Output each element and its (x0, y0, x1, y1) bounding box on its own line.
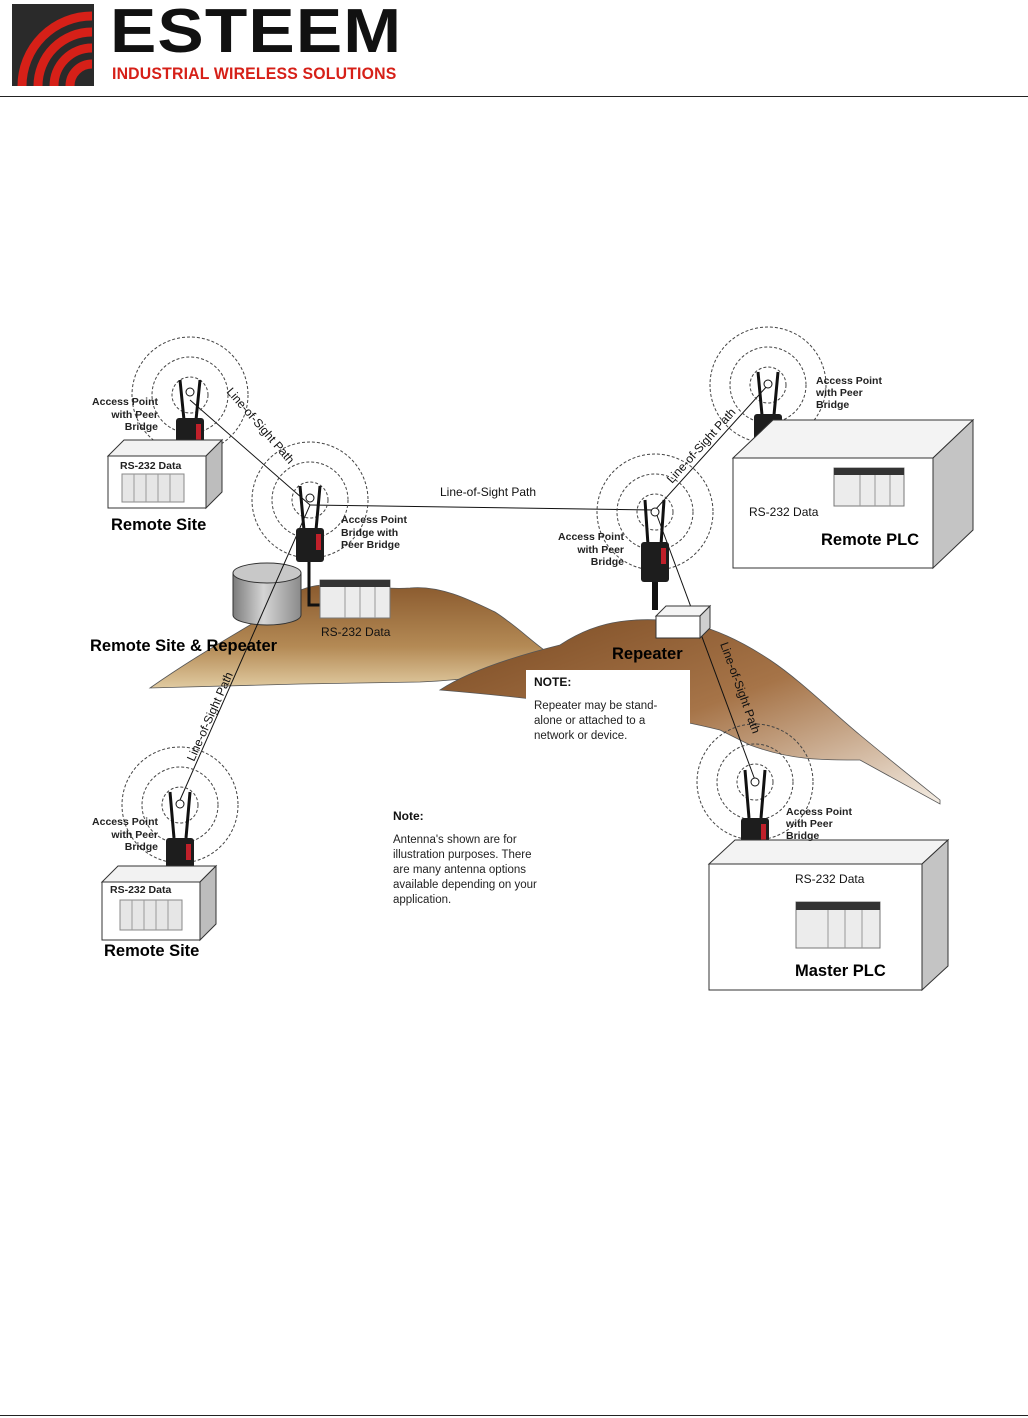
radio-waves-icon (636, 493, 674, 531)
radio-waves-icon (171, 376, 209, 414)
device-label: Bridge (816, 399, 849, 411)
device-label: with Peer (785, 818, 833, 830)
device-label: Bridge (125, 421, 158, 433)
device-label: Access Point (786, 806, 852, 818)
data-label: RS-232 Data (120, 460, 181, 472)
device-label: Access Point (341, 514, 407, 526)
site-label: Master PLC (795, 962, 886, 980)
storage-tank-icon (232, 562, 302, 626)
plc-rack-icon (795, 901, 881, 949)
radio-device-icon (166, 791, 194, 882)
device-label: Access Point (816, 375, 882, 387)
site-label: Repeater (612, 645, 683, 663)
site-label: Remote Site (104, 942, 199, 960)
site-label: Remote PLC (821, 531, 919, 549)
data-label: RS-232 Data (749, 505, 819, 519)
device-label: with Peer (110, 409, 158, 421)
path-label: Line-of-Sight Path (440, 485, 536, 499)
plc-rack-icon (833, 467, 905, 507)
los-line-right-down (654, 509, 756, 781)
device-label: Bridge (786, 830, 819, 842)
remote-site-box-bottom (100, 864, 218, 942)
note-title: NOTE: (534, 675, 571, 689)
general-note-line: application. (393, 894, 451, 906)
master-plc-box (707, 838, 950, 992)
repeater-enclosure (654, 604, 712, 640)
repeater-note-box (526, 670, 690, 748)
plc-rack-icon (119, 899, 183, 931)
device-label: Bridge (125, 841, 158, 853)
brand-tagline: INDUSTRIAL WIRELESS SOLUTIONS (112, 64, 397, 83)
device-label: Access Point (558, 531, 624, 543)
radio-device-icon (641, 499, 669, 610)
device-label: Peer Bridge (341, 539, 400, 551)
device-label: Bridge with (341, 527, 398, 539)
remote-plc-box (731, 418, 975, 570)
device-label: with Peer (576, 544, 624, 556)
header-divider (0, 96, 1028, 97)
brand-name: ESTEEM (110, 0, 403, 66)
page-header: ESTEEM INDUSTRIAL WIRELESS SOLUTIONS (0, 0, 1028, 97)
device-label: Access Point (92, 396, 158, 408)
remote-site-box-top (106, 438, 224, 510)
path-label: Line-of-Sight Path (224, 385, 298, 467)
data-label: RS-232 Data (321, 625, 391, 639)
esteem-logo-icon (12, 4, 94, 86)
general-note-line: are many antenna options (393, 864, 526, 876)
device-label: Access Point (92, 816, 158, 828)
footer-divider (0, 1415, 1028, 1416)
radio-waves-icon (291, 481, 329, 519)
device-label: with Peer (815, 387, 863, 399)
site-label: Remote Site & Repeater (90, 637, 278, 655)
plc-rack-icon (121, 473, 185, 503)
note-line: Repeater may be stand- (534, 700, 658, 712)
plc-rack-icon (319, 579, 391, 619)
data-label: RS-232 Data (795, 872, 865, 886)
device-label: with Peer (110, 829, 158, 841)
general-note-line: illustration purposes. There (393, 849, 532, 861)
radio-device-icon (296, 485, 324, 607)
data-label: RS-232 Data (110, 884, 171, 896)
path-label: Line-of-Sight Path (664, 405, 739, 486)
los-line-center (309, 504, 656, 511)
general-note-line: Antenna's shown are for (393, 834, 517, 846)
device-label: Bridge (591, 556, 624, 568)
radio-waves-icon (749, 366, 787, 404)
los-line-top-left (189, 399, 311, 506)
general-note-line: available depending on your (393, 879, 537, 891)
note-line: alone or attached to a (534, 715, 646, 727)
radio-waves-icon (161, 786, 199, 824)
general-note-title: Note: (393, 809, 424, 823)
radio-waves-icon (736, 763, 774, 801)
los-line-top-right (654, 384, 769, 511)
note-line: network or device. (534, 730, 627, 742)
site-label: Remote Site (111, 516, 206, 534)
